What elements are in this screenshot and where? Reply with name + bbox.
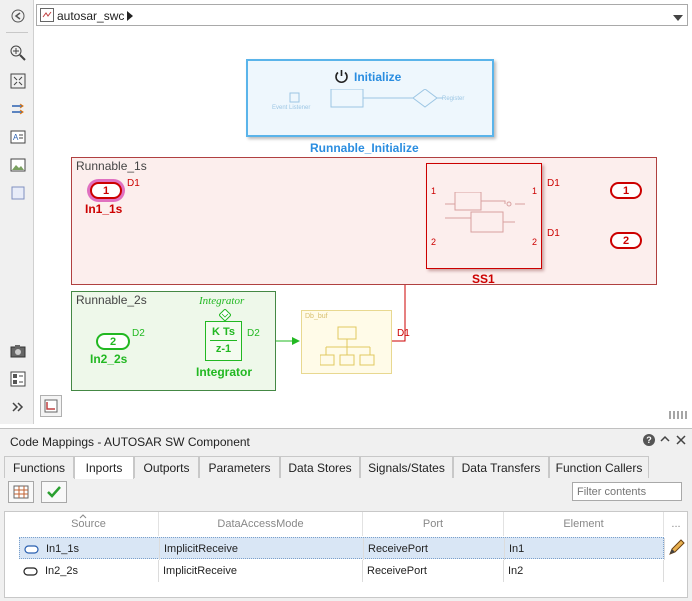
ss1-name: SS1 <box>472 272 495 286</box>
table-cell-element[interactable]: In2 <box>504 560 664 582</box>
collapse-icon[interactable] <box>660 434 670 449</box>
integrator-numerator: K Ts <box>211 326 236 338</box>
integrator-out-signal: D2 <box>247 328 260 339</box>
tab-inports[interactable]: Inports <box>74 456 134 479</box>
column-header-more[interactable]: ... <box>671 518 681 530</box>
outport-2-number: 2 <box>622 234 630 247</box>
column-header-data-access-mode[interactable]: DataAccessMode <box>159 512 363 536</box>
signal-routing-icon[interactable] <box>7 98 29 120</box>
db-buf-block[interactable]: Db_buf <box>301 310 392 374</box>
annotation-icon[interactable]: A <box>7 126 29 148</box>
inport-in1[interactable]: 1 <box>90 182 122 199</box>
zoom-in-icon[interactable] <box>7 42 29 64</box>
outport-2[interactable]: 2 <box>610 232 642 249</box>
runnable-2s-title: Runnable_2s <box>76 293 147 307</box>
inport-block-icon <box>24 544 39 554</box>
svg-text:A: A <box>13 133 19 142</box>
inport-in2[interactable]: 2 <box>96 333 130 350</box>
signal-label-d2: D2 <box>132 328 145 339</box>
fit-to-view-icon[interactable] <box>7 70 29 92</box>
signal-label-d1: D1 <box>127 178 140 189</box>
property-inspector-icon[interactable] <box>7 368 29 390</box>
tab-data-transfers[interactable]: Data Transfers <box>453 456 549 478</box>
camera-icon[interactable] <box>7 340 29 362</box>
column-header-source[interactable]: Source <box>19 512 159 536</box>
inport-block-icon <box>23 566 38 576</box>
integrator-italic-label: Integrator <box>199 295 245 307</box>
dropdown-arrow-icon[interactable] <box>673 11 683 25</box>
tab-signals-states[interactable]: Signals/States <box>360 456 453 478</box>
sort-ascending-icon <box>79 510 87 522</box>
runnable-1s-area[interactable]: Runnable_1s <box>71 157 657 285</box>
tab-outports[interactable]: Outports <box>134 456 199 478</box>
integrator-name: Integrator <box>196 365 253 379</box>
filter-input[interactable] <box>572 482 682 501</box>
back-icon[interactable] <box>7 5 29 27</box>
toolbar-separator <box>6 32 28 33</box>
table-cell-mode[interactable]: ImplicitReceive <box>160 538 364 560</box>
column-header-element[interactable]: Element <box>504 512 664 536</box>
db-buf-label: Db_buf <box>305 313 328 320</box>
inport-in2-name: In2_2s <box>90 352 128 366</box>
initialize-block-name: Runnable_Initialize <box>310 141 419 155</box>
ss1-subsystem[interactable]: 1 2 1 2 <box>426 163 542 269</box>
ss1-inport-1-label: 1 <box>431 186 437 196</box>
inport-in2-number: 2 <box>109 335 117 348</box>
model-icon <box>40 8 54 25</box>
integrator-block[interactable]: K Ts z-1 <box>205 321 242 361</box>
table-cell-port[interactable]: ReceivePort <box>363 560 504 582</box>
inport-in1-number: 1 <box>102 184 110 197</box>
model-hierarchy-icon[interactable] <box>40 395 62 417</box>
db-buf-out-signal: D1 <box>397 328 410 339</box>
tab-function-callers[interactable]: Function Callers <box>549 456 649 478</box>
diagram-canvas[interactable]: Initialize Event Listener Register Runna… <box>34 28 690 424</box>
tab-data-stores[interactable]: Data Stores <box>280 456 360 478</box>
integrator-denominator: z-1 <box>210 340 237 355</box>
table-cell-port[interactable]: ReceivePort <box>364 538 505 560</box>
outport-1-number: 1 <box>622 184 630 197</box>
close-icon[interactable] <box>676 434 686 448</box>
outport-1[interactable]: 1 <box>610 182 642 199</box>
left-toolbar: A <box>0 0 34 424</box>
ss1-out2-signal: D1 <box>547 228 560 239</box>
table-cell-mode[interactable]: ImplicitReceive <box>159 560 363 582</box>
area-icon[interactable] <box>7 182 29 204</box>
expand-toolbar-icon[interactable] <box>7 396 29 418</box>
help-icon[interactable]: ? <box>643 434 655 446</box>
ss1-outport-2-label: 2 <box>532 237 538 247</box>
ss1-contents <box>445 192 525 233</box>
table-cell-element[interactable]: In1 <box>505 538 665 560</box>
configure-table-icon[interactable] <box>8 481 34 503</box>
column-header-port[interactable]: Port <box>363 512 504 536</box>
ss1-outport-1-label: 1 <box>532 186 538 196</box>
runnable-1s-title: Runnable_1s <box>76 159 147 173</box>
model-name[interactable]: autosar_swc <box>57 9 125 23</box>
table-row[interactable]: In2_2s ImplicitReceive ReceivePort In2 <box>19 560 664 582</box>
tab-functions[interactable]: Functions <box>4 456 74 478</box>
db-buf-contents <box>320 326 375 366</box>
table-row[interactable]: In1_1s ImplicitReceive ReceivePort In1 <box>19 537 665 560</box>
initialize-title: Initialize <box>354 70 402 84</box>
code-mappings-panel: Code Mappings - AUTOSAR SW Component ? F… <box>0 428 692 601</box>
inport-in1-name: In1_1s <box>85 202 123 216</box>
panel-title: Code Mappings - AUTOSAR SW Component <box>10 435 250 449</box>
ss1-inport-2-label: 2 <box>431 237 437 247</box>
register-label: Register <box>442 96 465 102</box>
ss1-out1-signal: D1 <box>547 178 560 189</box>
validate-check-icon[interactable] <box>41 481 67 503</box>
tab-parameters[interactable]: Parameters <box>199 456 280 478</box>
event-listener-label: Event Listener <box>272 105 311 111</box>
initialize-function-block[interactable]: Initialize Event Listener Register <box>246 59 494 137</box>
model-browser-bar[interactable]: autosar_swc <box>36 4 688 26</box>
edit-pencil-icon[interactable] <box>664 537 688 559</box>
inports-table: Source DataAccessMode Port Element ... I… <box>4 511 688 598</box>
power-icon <box>334 69 349 87</box>
table-cell-source: In1_1s <box>20 538 160 560</box>
initialize-contents <box>289 89 443 108</box>
image-icon[interactable] <box>7 154 29 176</box>
resize-grip-icon[interactable] <box>668 409 688 423</box>
breadcrumb-arrow-icon[interactable] <box>126 10 134 24</box>
table-cell-source: In2_2s <box>19 560 159 582</box>
